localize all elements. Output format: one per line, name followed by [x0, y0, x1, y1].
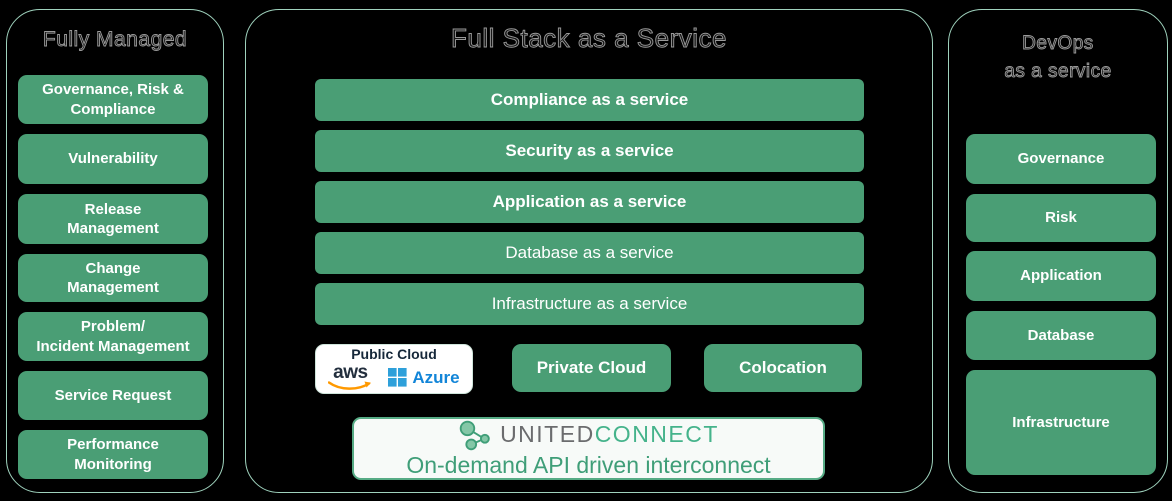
- interconnect-tagline: On-demand API driven interconnect: [406, 451, 771, 478]
- unitedconnect-logo-icon: [459, 420, 490, 451]
- public-cloud-label: Public Cloud: [351, 345, 437, 362]
- microsoft-windows-icon: [388, 368, 407, 387]
- managed-item-release-management: Release Management: [18, 194, 208, 244]
- managed-item-vulnerability: Vulnerability: [18, 134, 208, 184]
- colocation-box: Colocation: [704, 344, 862, 392]
- aws-logo: aws: [328, 362, 372, 391]
- managed-item-change-management: Change Management: [18, 254, 208, 302]
- azure-logo: Azure: [388, 367, 460, 388]
- devops-title: DevOps as a service: [1004, 33, 1112, 82]
- devops-item-infrastructure: Infrastructure: [966, 370, 1156, 475]
- azure-logo-text: Azure: [412, 367, 460, 387]
- managed-item-performance-monitoring: Performance Monitoring: [18, 430, 208, 479]
- devops-item-governance: Governance: [966, 134, 1156, 184]
- layer-compliance: Compliance as a service: [315, 79, 864, 121]
- full-stack-panel: Full Stack as a Service Compliance as a …: [245, 9, 933, 493]
- devops-panel: DevOps as a service Governance Risk Appl…: [948, 9, 1168, 493]
- brand-united-text: UNITED: [500, 421, 595, 448]
- devops-item-risk: Risk: [966, 194, 1156, 242]
- full-stack-title: Full Stack as a Service: [451, 23, 727, 54]
- devops-item-application: Application: [966, 251, 1156, 301]
- layer-database: Database as a service: [315, 232, 864, 274]
- layer-infrastructure: Infrastructure as a service: [315, 283, 864, 325]
- cloud-logos: aws Azure: [328, 362, 460, 391]
- aws-smile-icon: [328, 381, 372, 391]
- managed-item-problem-incident: Problem/ Incident Management: [18, 312, 208, 361]
- brand-connect-text: CONNECT: [594, 421, 719, 448]
- fully-managed-panel: Fully Managed Governance, Risk & Complia…: [6, 9, 224, 493]
- layer-security: Security as a service: [315, 130, 864, 172]
- layer-application: Application as a service: [315, 181, 864, 223]
- private-cloud-box: Private Cloud: [512, 344, 671, 392]
- aws-logo-text: aws: [333, 362, 368, 384]
- devops-item-database: Database: [966, 311, 1156, 360]
- managed-item-grc: Governance, Risk & Compliance: [18, 75, 208, 124]
- fully-managed-title: Fully Managed: [42, 28, 188, 52]
- public-cloud-box: Public Cloud aws Azure: [315, 344, 473, 394]
- managed-item-service-request: Service Request: [18, 371, 208, 420]
